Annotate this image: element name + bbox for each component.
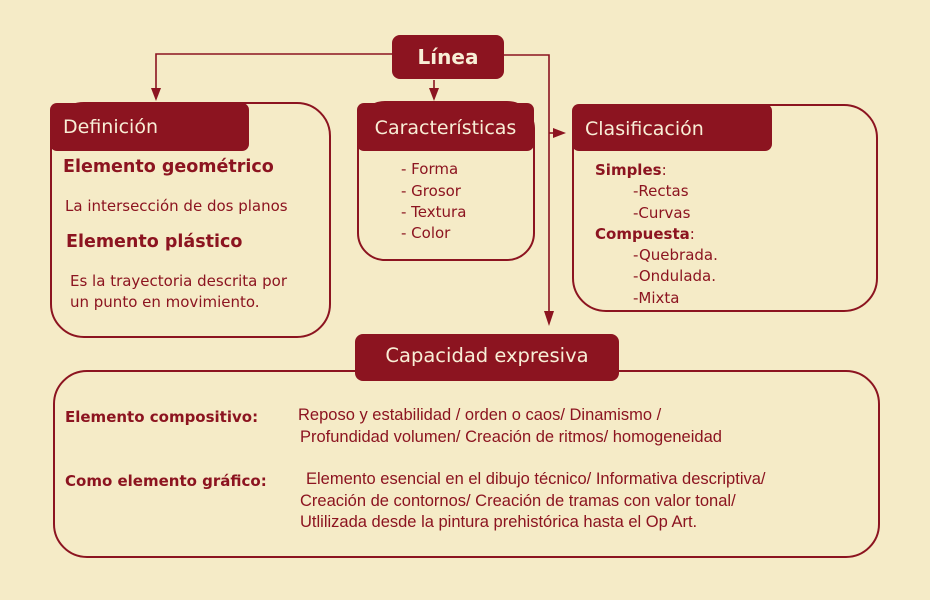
arrow-to-definicion [151, 88, 161, 101]
compuesta-item: -Ondulada. [633, 267, 717, 285]
arrow-to-clasificacion [553, 128, 566, 138]
grafico-label: Como elemento gráfico: [65, 472, 267, 490]
clasificacion-header: Clasificación [572, 104, 772, 151]
caracteristicas-box [357, 101, 535, 261]
plast-text-2: un punto en movimiento. [70, 293, 260, 311]
caracteristica-item: - Forma [401, 160, 459, 178]
caracteristicas-header: Características [357, 103, 534, 151]
root-node-linea: Línea [392, 35, 504, 79]
compuesta-item: -Mixta [633, 289, 680, 307]
arrow-to-caracteristicas [429, 88, 439, 101]
plast-heading: Elemento plástico [66, 232, 243, 252]
caracteristica-item: - Grosor [401, 182, 461, 200]
compuesta-label: Compuesta: [595, 225, 695, 243]
caracteristica-item: - Textura [401, 203, 467, 221]
geo-text: La intersección de dos planos [65, 197, 288, 215]
compositivo-line: Reposo y estabilidad / orden o caos/ Din… [298, 406, 662, 424]
simples-item: -Curvas [633, 204, 691, 222]
grafico-line: Creación de contornos/ Creación de trama… [300, 492, 736, 510]
grafico-line: Elemento esencial en el dibujo técnico/ … [306, 470, 766, 488]
compuesta-item: -Quebrada. [633, 246, 718, 264]
plast-text-1: Es la trayectoria descrita por [70, 272, 287, 290]
compositivo-label: Elemento compositivo: [65, 408, 259, 426]
capacidad-header: Capacidad expresiva [355, 334, 619, 381]
simples-label: Simples: [595, 161, 667, 179]
definicion-header: Definición [50, 103, 249, 151]
caracteristica-item: - Color [401, 224, 451, 242]
simples-item: -Rectas [633, 182, 689, 200]
geo-heading: Elemento geométrico [63, 157, 274, 177]
compositivo-line: Profundidad volumen/ Creación de ritmos/… [300, 428, 722, 446]
arrow-to-capacidad [544, 311, 554, 326]
grafico-line: Utlilizada desde la pintura prehistórica… [300, 513, 698, 531]
